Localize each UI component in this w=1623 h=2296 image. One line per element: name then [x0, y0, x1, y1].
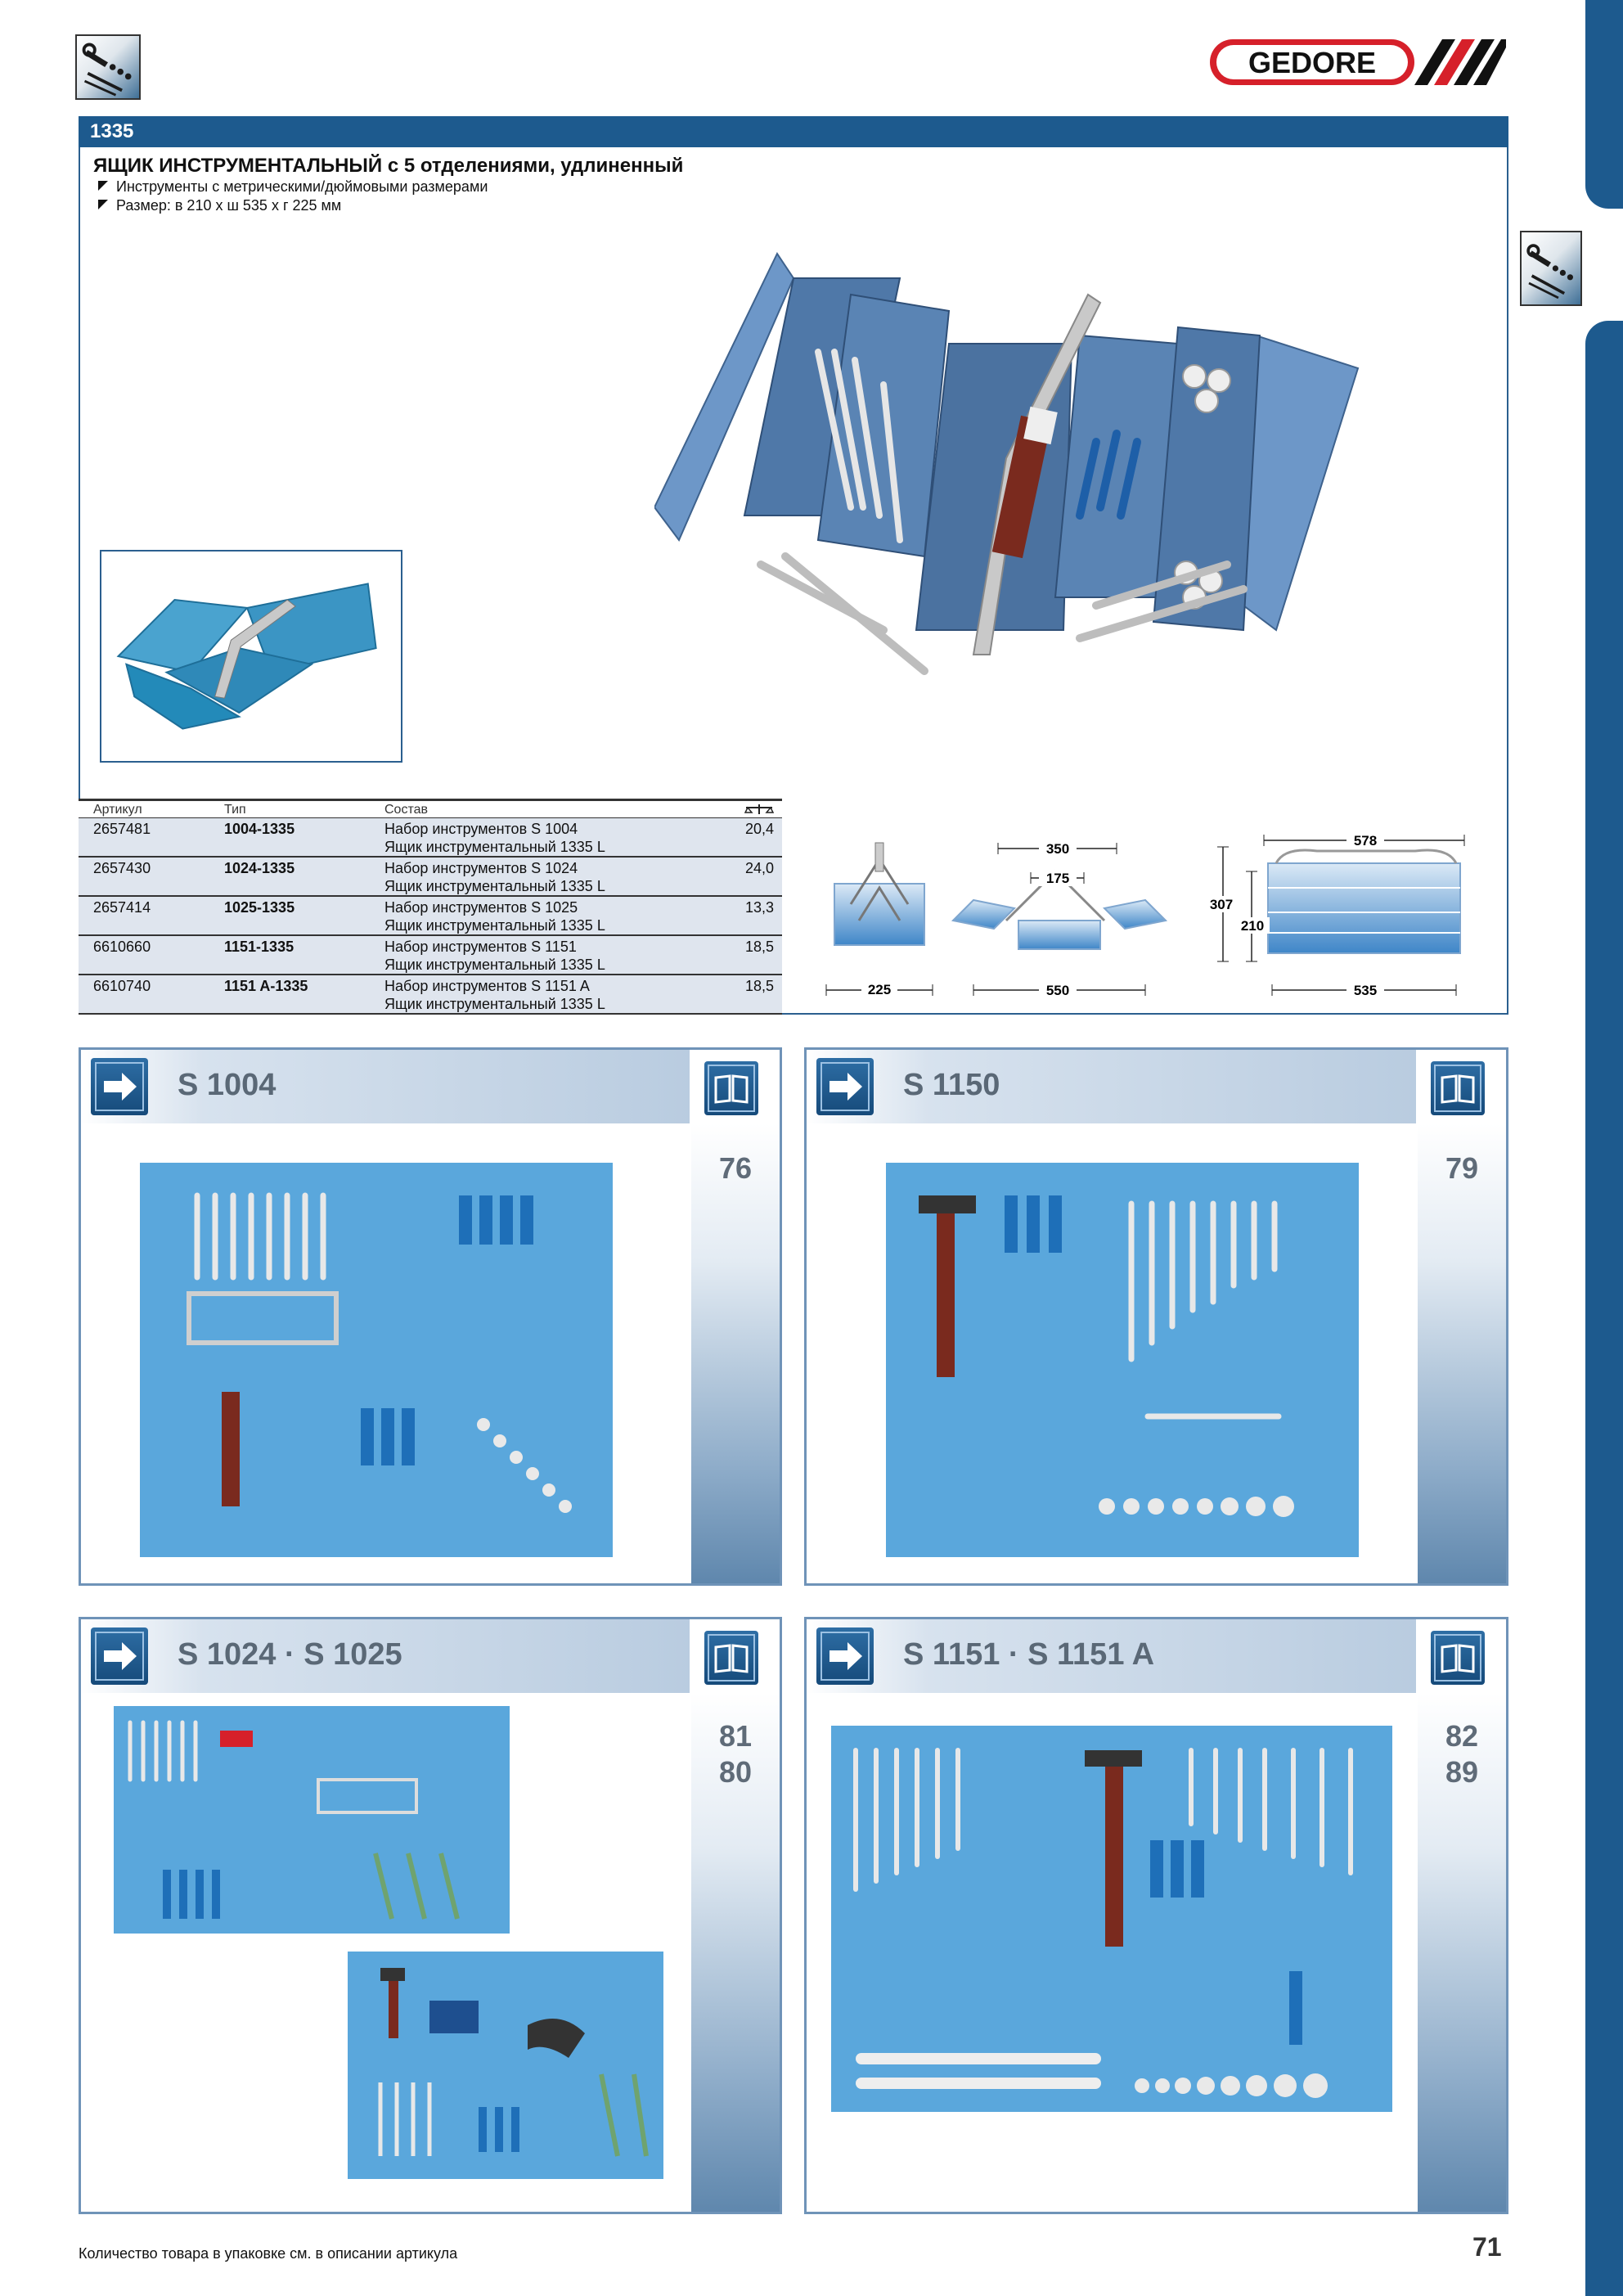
set-panel-s1004[interactable]: S 1004 76	[79, 1047, 782, 1586]
bullet-marker-icon	[98, 200, 108, 209]
panel-header: S 1151 · S 1151 A	[807, 1619, 1506, 1693]
panel-header: S 1150	[807, 1050, 1506, 1123]
scale-icon	[744, 803, 775, 820]
panel-header: S 1024 · S 1025	[81, 1619, 780, 1693]
set-s1025-photo	[348, 1952, 663, 2179]
table-row[interactable]: 2657414 1025-1335 Набор инструментов S 1…	[79, 897, 782, 936]
arrow-right-icon[interactable]	[816, 1627, 874, 1685]
panel-side-gradient	[1418, 1123, 1506, 1583]
dim-top-width: 578	[1354, 833, 1377, 849]
set-panel-s1150[interactable]: S 1150 79	[804, 1047, 1508, 1586]
book-icon[interactable]	[1431, 1061, 1485, 1115]
product-code: 1335	[90, 120, 134, 142]
set-s1024-photo	[114, 1706, 510, 1934]
dim-bottom-width: 535	[1354, 983, 1377, 998]
dim-open-width: 550	[1046, 983, 1069, 998]
product-frame	[79, 147, 1508, 1015]
set-name: S 1150	[903, 1068, 1000, 1102]
header-type: Тип	[224, 803, 246, 817]
book-icon[interactable]	[704, 1061, 758, 1115]
dim-open-top: 350	[1046, 841, 1069, 857]
gedore-logo: GEDORE	[1208, 36, 1507, 88]
page-reference[interactable]: 79	[1445, 1151, 1479, 1185]
page-reference[interactable]: 89	[1445, 1755, 1479, 1789]
panel-side-gradient	[691, 1693, 780, 2212]
page-reference[interactable]: 76	[718, 1151, 753, 1185]
book-icon[interactable]	[1431, 1631, 1485, 1685]
set-panel-s1151[interactable]: S 1151 · S 1151 A 82 89	[804, 1617, 1508, 2214]
footer-note: Количество товара в упаковке см. в описа…	[79, 2245, 458, 2262]
product-title: ЯЩИК ИНСТРУМЕНТАЛЬНЫЙ с 5 отделениями, у…	[93, 155, 684, 177]
dimension-drawings: 225 350 175 550	[810, 822, 1497, 1011]
spec-table: Артикул Тип Состав 2657481 1004-1335 Наб…	[79, 799, 782, 1015]
set-panel-s1024-s1025[interactable]: S 1024 · S 1025 81 80	[79, 1617, 782, 2214]
table-row[interactable]: 2657481 1004-1335 Набор инструментов S 1…	[79, 818, 782, 858]
product-bullet: Размер: в 210 х ш 535 х г 225 мм	[98, 197, 341, 214]
open-view-drawing: 350 175 550	[951, 840, 1168, 998]
table-row[interactable]: 6610740 1151 A-1335 Набор инструментов S…	[79, 975, 782, 1015]
dim-open-inner: 175	[1046, 871, 1069, 886]
bullet-marker-icon	[98, 181, 108, 191]
page-reference[interactable]: 80	[718, 1755, 753, 1789]
set-name: S 1024 · S 1025	[178, 1637, 402, 1672]
panel-header: S 1004	[81, 1050, 780, 1123]
page-number: 71	[1472, 2232, 1502, 2262]
set-s1004-photo	[140, 1163, 613, 1557]
header-contents: Состав	[384, 803, 428, 817]
toolbox-category-icon	[75, 34, 141, 100]
toolbox-open-photo	[653, 245, 1391, 687]
edge-tab-bottom	[1585, 321, 1623, 2296]
table-header: Артикул Тип Состав	[79, 799, 782, 818]
table-row[interactable]: 6610660 1151-1335 Набор инструментов S 1…	[79, 936, 782, 975]
arrow-right-icon[interactable]	[91, 1627, 148, 1685]
table-row[interactable]: 2657430 1024-1335 Набор инструментов S 1…	[79, 858, 782, 897]
set-name: S 1004	[178, 1068, 276, 1102]
edge-tab-top	[1585, 0, 1623, 209]
header-article: Артикул	[93, 803, 142, 817]
set-s1151-photo	[831, 1726, 1392, 2112]
dim-side-depth: 225	[868, 982, 891, 997]
product-code-bar: 1335	[79, 116, 1508, 147]
product-bullet: Инструменты с метрическими/дюймовыми раз…	[98, 178, 488, 196]
set-name: S 1151 · S 1151 A	[903, 1637, 1155, 1672]
panel-side-gradient	[1418, 1693, 1506, 2212]
panel-side-gradient	[691, 1123, 780, 1583]
page-reference[interactable]: 81	[718, 1719, 753, 1753]
front-view-drawing: 578 307 210 535	[1203, 832, 1465, 998]
dim-front-height: 307	[1210, 897, 1233, 912]
svg-text:GEDORE: GEDORE	[1248, 46, 1376, 79]
arrow-right-icon[interactable]	[91, 1058, 148, 1115]
toolbox-category-side-icon[interactable]	[1520, 231, 1582, 306]
dim-front-inner-height: 210	[1241, 918, 1264, 934]
side-view-drawing: 225	[825, 842, 933, 997]
book-icon[interactable]	[704, 1631, 758, 1685]
set-s1150-photo	[886, 1163, 1359, 1557]
arrow-right-icon[interactable]	[816, 1058, 874, 1115]
toolbox-empty-photo	[100, 550, 402, 763]
page-reference[interactable]: 82	[1445, 1719, 1479, 1753]
